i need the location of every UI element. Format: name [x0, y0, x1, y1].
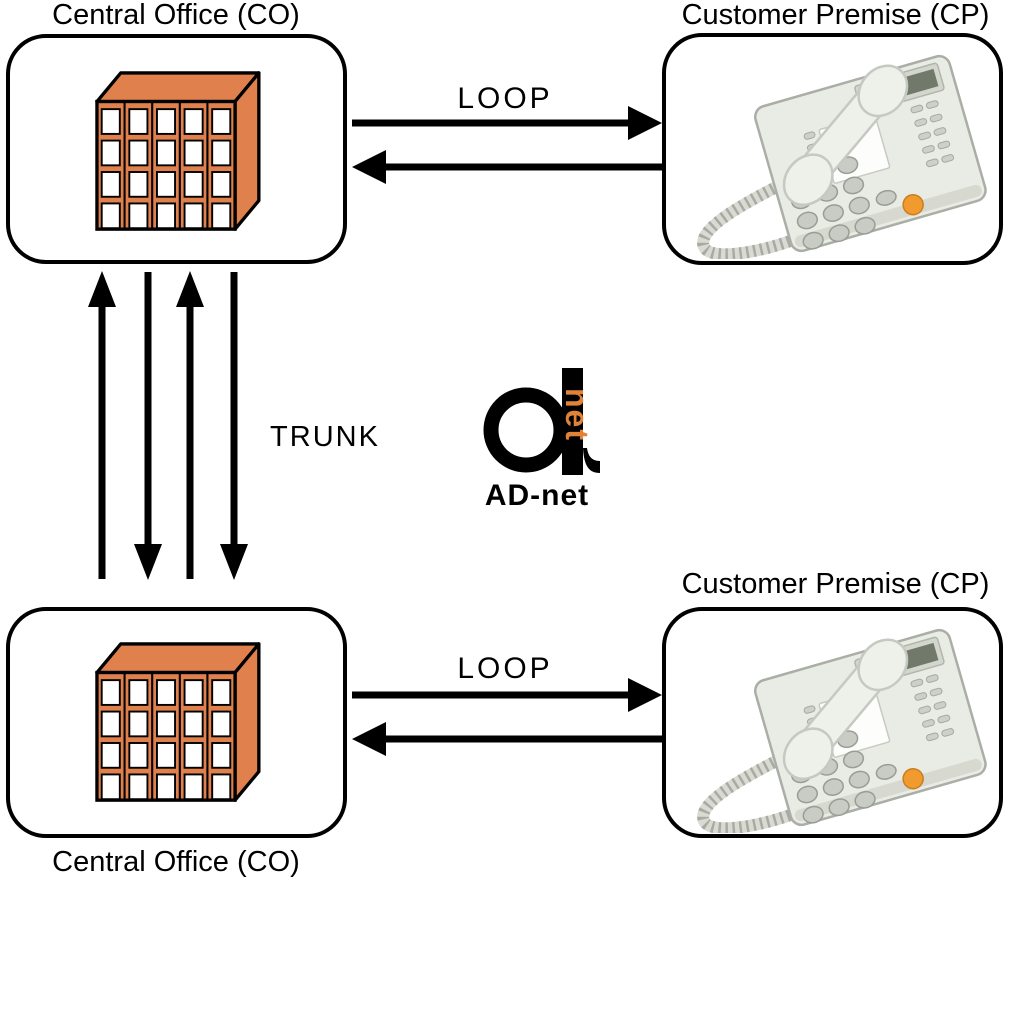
co-top-box	[6, 34, 347, 264]
telephone-icon	[674, 625, 996, 833]
cp-top-title: Customer Premise (CP)	[681, 0, 990, 31]
co-bottom-box	[6, 607, 347, 838]
trunk-up-arrow-1	[88, 271, 116, 579]
trunk-label: TRUNK	[270, 421, 380, 453]
telephone-icon	[674, 51, 996, 259]
adnet-logo-a-icon: net	[483, 368, 600, 475]
loop-top-label: LOOP	[457, 82, 553, 115]
cp-bottom-title: Customer Premise (CP)	[681, 568, 990, 600]
co-bottom-title: Central Office (CO)	[52, 846, 300, 878]
co-top-title: Central Office (CO)	[52, 0, 300, 31]
trunk-down-arrow-1	[134, 272, 162, 580]
cp-bottom-box	[662, 607, 1003, 838]
loop-bottom-label: LOOP	[457, 652, 553, 685]
adnet-logo-caption: AD-net	[484, 479, 590, 512]
trunk-down-arrow-2	[220, 272, 248, 580]
building-icon	[76, 56, 276, 248]
cp-top-box	[662, 33, 1003, 265]
building-icon	[76, 627, 276, 819]
trunk-up-arrow-2	[176, 271, 204, 579]
loop-bottom-return-arrow	[352, 722, 662, 756]
loop-top-return-arrow	[352, 150, 662, 184]
adnet-logo-net-text: net	[559, 388, 595, 442]
